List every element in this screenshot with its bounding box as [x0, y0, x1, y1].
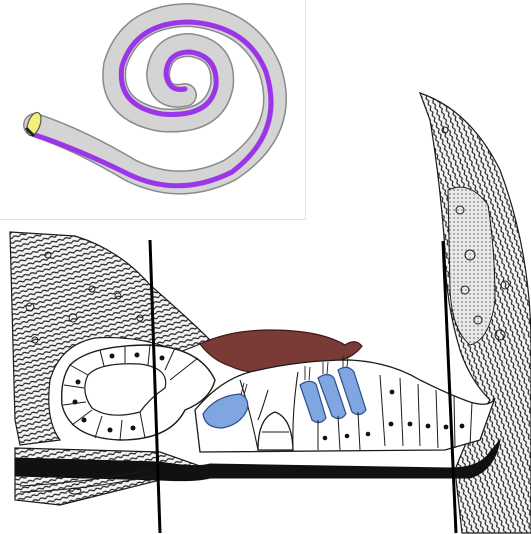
- cochlea-inset: [0, 0, 306, 220]
- cochlea-spiral: [0, 0, 306, 220]
- stria-vascularis: [448, 187, 495, 345]
